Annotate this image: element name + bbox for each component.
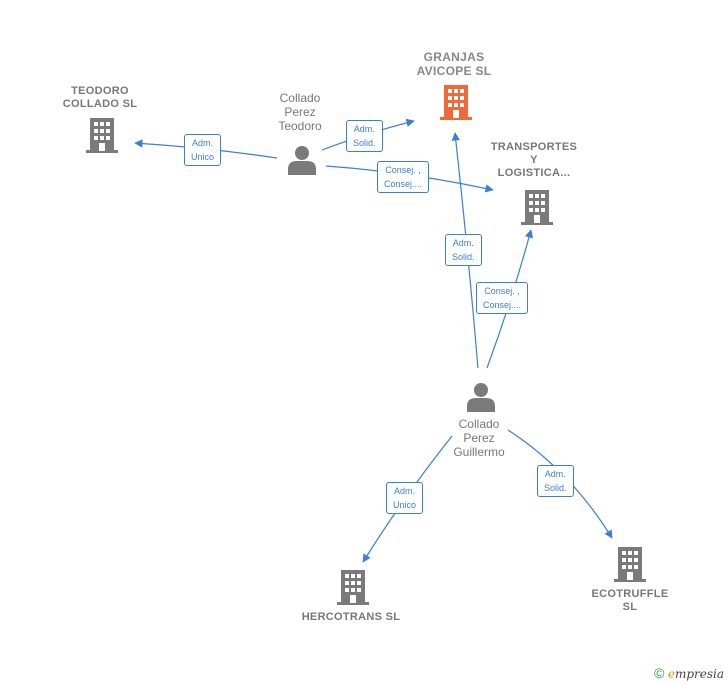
person-guillermo-label[interactable]: Collado Perez Guillermo xyxy=(437,417,521,459)
building-icon[interactable] xyxy=(337,570,369,606)
edge-label-line2: Consej.... xyxy=(384,179,423,189)
person-teodoro-line1: Collado xyxy=(279,91,321,105)
edge-label-line1: Consej. , xyxy=(385,165,421,175)
edge-label-line2: Solid. xyxy=(353,138,376,148)
person-teodoro-line3: Teodoro xyxy=(278,119,322,133)
transportes-line3: LOGISTICA... xyxy=(497,167,571,179)
edge-label-line2: Unico xyxy=(393,500,417,510)
ecotruffle-line1: ECOTRUFFLE xyxy=(591,588,669,600)
brand-name: empresia xyxy=(667,667,724,681)
building-icon[interactable] xyxy=(440,85,472,121)
edge-label-guillermo-ecotruffle[interactable]: Adm. Solid. xyxy=(537,465,574,497)
building-icon[interactable] xyxy=(521,190,553,226)
copyright-icon: © xyxy=(654,665,665,681)
person-teodoro-line2: Perez xyxy=(284,105,316,119)
edge-label-line1: Adm. xyxy=(394,486,416,496)
edge-label-teodoro-transportes[interactable]: Consej. , Consej.... xyxy=(377,161,430,193)
empresia-logo[interactable]: © empresia xyxy=(654,665,724,681)
person-guillermo-line3: Guillermo xyxy=(453,445,505,459)
edge-label-line1: Adm. xyxy=(353,124,375,134)
edge-label-line1: Adm. xyxy=(192,138,214,148)
edge-label-line2: Solid. xyxy=(452,252,475,262)
transportes-line2: Y xyxy=(530,154,538,166)
edge-label-line1: Adm. xyxy=(452,238,474,248)
transportes-line1: TRANSPORTES xyxy=(490,141,578,153)
hercotrans-label[interactable]: HERCOTRANS SL xyxy=(291,611,411,624)
edge-label-guillermo-hercotrans[interactable]: Adm. Unico xyxy=(386,482,424,514)
edge-label-line1: Consej. , xyxy=(484,286,520,296)
person-icon[interactable] xyxy=(466,382,496,412)
edge-label-guillermo-granjas[interactable]: Adm. Solid. xyxy=(445,234,482,266)
person-guillermo-line1: Collado xyxy=(458,417,500,431)
hercotrans-line1: HERCOTRANS SL xyxy=(301,611,401,623)
person-guillermo-line2: Perez xyxy=(463,431,495,445)
granjas-name-line1: GRANJAS xyxy=(423,50,485,64)
edge-label-teodoro-teodorosl[interactable]: Adm. Unico xyxy=(184,134,222,166)
edge-label-line2: Solid. xyxy=(544,483,567,493)
edge-label-line2: Consej.... xyxy=(483,300,522,310)
building-icon[interactable] xyxy=(614,547,646,583)
ecotruffle-label[interactable]: ECOTRUFFLE SL xyxy=(580,588,680,614)
transportes-label[interactable]: TRANSPORTES Y LOGISTICA... xyxy=(484,141,584,180)
person-icon[interactable] xyxy=(287,145,317,175)
edge-label-line2: Unico xyxy=(191,152,215,162)
person-teodoro-label[interactable]: Collado Perez Teodoro xyxy=(258,91,342,133)
teodoro-sl-line2: COLLADO SL xyxy=(62,98,138,110)
granjas-name-line2: AVICOPE SL xyxy=(416,64,492,78)
ecotruffle-line2: SL xyxy=(622,601,638,613)
edge-label-guillermo-transportes[interactable]: Consej. , Consej.... xyxy=(476,282,529,314)
edge-label-teodoro-granjas[interactable]: Adm. Solid. xyxy=(346,120,383,152)
granjas-avicope-label[interactable]: GRANJAS AVICOPE SL xyxy=(396,50,512,78)
teodoro-collado-sl-label[interactable]: TEODORO COLLADO SL xyxy=(52,85,148,111)
teodoro-sl-line1: TEODORO xyxy=(71,85,129,97)
edge-label-line1: Adm. xyxy=(544,469,566,479)
building-icon[interactable] xyxy=(86,118,118,154)
